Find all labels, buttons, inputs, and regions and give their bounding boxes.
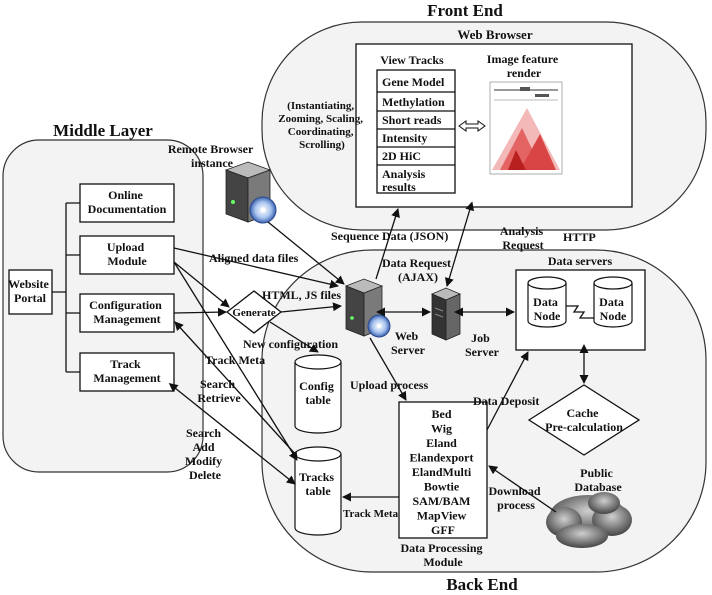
label-search-add-modify-delete: Search Add Modify Delete	[185, 426, 225, 482]
upload-module-box[interactable]	[79, 235, 175, 275]
label-data-deposit: Data Deposit	[473, 394, 539, 408]
data-node-1-label: Data Node	[533, 295, 561, 323]
label-http: HTTP	[563, 230, 596, 244]
cloud-icon	[546, 492, 632, 548]
configuration-management-box[interactable]	[79, 293, 175, 333]
upload-module-label: Upload Module	[107, 240, 148, 268]
job-server-label: Job Server	[465, 331, 500, 359]
track-analysis[interactable]: Analysis	[382, 167, 426, 181]
hic-render-image	[489, 81, 563, 175]
front-end-title: Front End	[427, 1, 503, 20]
tracks-table-cylinder	[294, 446, 342, 536]
track-2d-hic[interactable]: 2D HiC	[382, 149, 421, 163]
connector-arrows	[168, 201, 589, 513]
image-feature-label: Image feature render	[487, 52, 561, 80]
track-intensity[interactable]: Intensity	[382, 131, 427, 145]
label-html-js-files: HTML, JS files	[262, 288, 341, 302]
view-tracks-label: View Tracks	[380, 53, 444, 67]
label-track-meta-bottom: Track Meta	[343, 508, 399, 520]
label-aligned-data-files: Aligned data files	[209, 251, 299, 265]
remote-browser-server-icon	[224, 161, 277, 224]
back-end-title: Back End	[446, 575, 518, 594]
track-management-label: Track Management	[93, 357, 160, 385]
node-link-zigzag	[566, 305, 594, 319]
website-portal-label: Website Portal	[8, 277, 52, 305]
data-servers-label: Data servers	[548, 254, 613, 268]
web-server-label: Web Server	[391, 329, 426, 357]
config-table-cylinder	[294, 354, 342, 434]
online-documentation-label: Online Documentation	[88, 188, 167, 216]
track-short-reads[interactable]: Short reads	[382, 113, 442, 127]
track-management-box[interactable]	[79, 352, 175, 392]
track-gene-model[interactable]: Gene Model	[382, 75, 445, 89]
label-track-meta: Track Meta	[205, 353, 265, 367]
label-new-configuration: New configuration	[243, 337, 338, 351]
label-upload-process: Upload process	[350, 378, 428, 392]
generate-label: Generate	[232, 307, 275, 319]
cache-diamond	[527, 384, 641, 456]
web-browser-title: Web Browser	[457, 27, 532, 42]
tracks-table-label: Tracks table	[299, 470, 337, 498]
data-processing-module-box	[398, 401, 488, 539]
format-list: Bed Wig Eland Elandexport ElandMulti Bow…	[409, 407, 476, 537]
remote-browser-label: Remote Browser instance	[168, 142, 256, 170]
data-processing-module-label: Data Processing Module	[400, 541, 485, 569]
label-sequence-data: Sequence Data (JSON)	[331, 229, 448, 243]
cache-label: Cache Pre-calculation	[545, 406, 623, 434]
view-tracks-list	[376, 69, 456, 194]
online-documentation-box[interactable]	[79, 183, 175, 223]
double-arrow-icon	[458, 120, 486, 132]
view-tracks-items: Gene Model Methylation Short reads Inten…	[377, 75, 455, 194]
label-search-retrieve: Search Retrieve	[197, 377, 241, 405]
config-table-label: Config table	[299, 379, 337, 407]
portal-tree-connector	[52, 202, 80, 373]
browser-operations: (Instantiating, Zooming, Scaling, Coordi…	[278, 100, 365, 151]
job-server-icon	[430, 287, 462, 341]
label-download-process: Download process	[488, 484, 543, 512]
configuration-management-label: Configuration Management	[89, 298, 165, 326]
data-node-2	[593, 276, 633, 328]
middle-layer-title: Middle Layer	[53, 121, 153, 140]
data-node-2-label: Data Node	[599, 295, 627, 323]
data-node-1	[527, 276, 567, 328]
public-database-label: Public Database	[574, 466, 622, 494]
label-analysis-request: Analysis Request	[500, 224, 546, 252]
label-data-request: Data Request (AJAX)	[382, 256, 454, 284]
track-methylation[interactable]: Methylation	[382, 95, 445, 109]
web-server-icon	[344, 278, 391, 338]
track-analysis-results[interactable]: results	[382, 180, 416, 194]
